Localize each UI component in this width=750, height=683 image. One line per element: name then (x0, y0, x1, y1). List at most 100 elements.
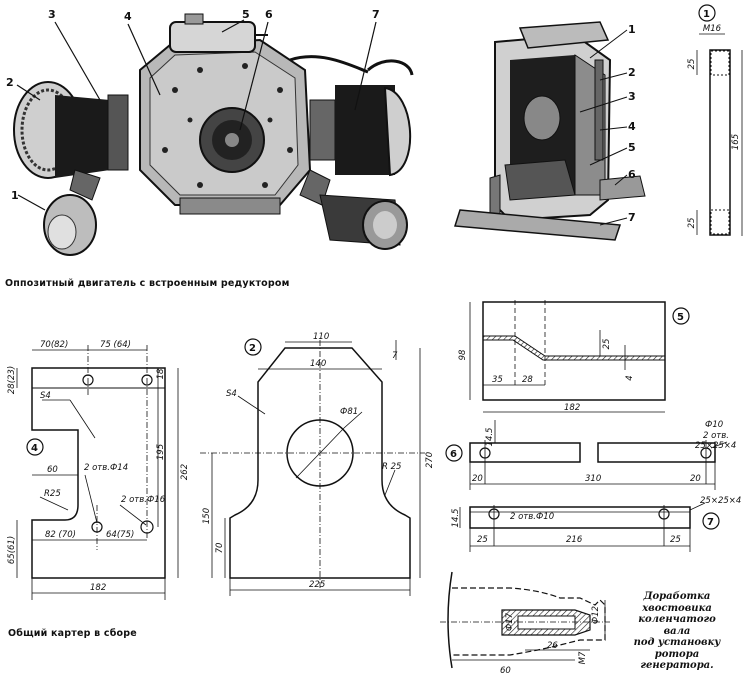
part-2-dimension: R 25 (382, 462, 401, 472)
crankshaft-dimension: Ф12 (591, 606, 601, 624)
part-1-label: 1 (703, 9, 710, 20)
crankcase-callout-7: 7 (628, 211, 636, 224)
part-7-dimension: 25×25×4 (700, 496, 741, 506)
part-1-thread: M16 (703, 24, 722, 34)
part-7-dimension: 25 (477, 535, 488, 545)
engine-caption: Оппозитный двигатель с встроенным редукт… (5, 278, 290, 289)
part-5-dimension: 182 (564, 403, 580, 413)
part-2-dimension: Ф81 (340, 407, 358, 417)
part-4-dimension: 60 (47, 465, 58, 475)
part-2-dimension: 70 (215, 543, 225, 554)
part-2-thickness: S4 (226, 389, 237, 399)
part-2-dimension: 140 (310, 359, 326, 369)
engine-callout-3: 3 (48, 8, 56, 21)
part-7-drawing: 7 25×25×4 14.5 2 отв.Ф10 25 216 25 (451, 496, 741, 552)
crankcase-callout-2: 2 (628, 66, 636, 79)
crankcase-callout-3: 3 (628, 90, 636, 103)
crankcase-callout-6: 6 (628, 168, 636, 181)
part-4-drawing: 4 S4 70(82) 75 (64) 28(23) 18 195 262 60… (7, 340, 190, 600)
engine-callout-4: 4 (124, 10, 132, 23)
note-line-6: ротора (654, 648, 700, 660)
part-5-dimension: 98 (458, 349, 468, 360)
crankshaft-dimension: 26 (547, 641, 558, 651)
crankcase-callout-4: 4 (628, 120, 636, 133)
part-5-label: 5 (677, 312, 684, 323)
part-6-dimension: 14.5 (485, 428, 495, 447)
part-7-dimension: 2 отв.Ф10 (510, 512, 554, 522)
central-housing (139, 38, 312, 215)
part-2-dimension: 110 (313, 332, 329, 342)
part-2-dimension: 225 (309, 580, 325, 590)
part-1-dimension: 165 (731, 134, 741, 150)
part-4-dimension: 262 (180, 464, 190, 480)
left-cylinder (13, 81, 129, 179)
part-1-drawing: 1 M16 25 165 25 (687, 4, 743, 236)
part-6-dimension: 25×25×4 (695, 441, 736, 451)
part-7-dimension: 25 (670, 535, 681, 545)
part-4-dimension: 70(82) (40, 340, 68, 350)
part-5-dimension: 4 (625, 375, 635, 380)
part-6-dimension: 2 отв. (703, 431, 729, 441)
crankshaft-dimension: 60 (500, 666, 511, 676)
note-line-2: хвостовика (642, 602, 712, 614)
right-cylinder (289, 55, 414, 177)
crankshaft-note: Доработка хвостовика коленчатого вала по… (622, 591, 732, 672)
part-2-dimension: 7 (392, 351, 398, 361)
engine-photo (0, 0, 440, 268)
part-2-label: 2 (249, 343, 256, 354)
part-7-label: 7 (707, 517, 714, 528)
part-4-hole-note: 2 отв.Ф16 (121, 495, 166, 505)
engine-callout-7: 7 (372, 8, 380, 21)
part-2-dimension: 270 (425, 452, 435, 468)
engine-callout-2: 2 (6, 76, 14, 89)
fuel-tank (169, 13, 268, 53)
part-6-dimension: 20 (690, 474, 701, 484)
part-4-dimension: 64(75) (106, 530, 134, 540)
crankshaft-dimension: Ф17 (505, 612, 515, 631)
part-2-dimension: 150 (202, 508, 212, 524)
part-4-dimension: 65(61) (7, 536, 17, 564)
note-line-4: вала (663, 625, 691, 637)
part-5-dimension: 35 (492, 375, 503, 385)
assembly-caption: Общий картер в сборе (8, 628, 137, 639)
crankcase-callout-1: 1 (628, 23, 636, 36)
part-4-dimension: 18 (156, 368, 166, 379)
right-carburettor (299, 169, 408, 250)
crankcase-callout-5: 5 (628, 141, 636, 154)
part-6-label: 6 (450, 449, 457, 460)
part-4-dimension: 75 (64) (100, 340, 131, 350)
engine-callout-6: 6 (265, 8, 273, 21)
part-7-dimension: 14.5 (451, 509, 461, 528)
crankshaft-dimension: M7 (578, 651, 588, 664)
part-7-dimension: 216 (566, 535, 583, 545)
note-line-1: Доработка (643, 591, 711, 602)
note-line-7: генератора. (640, 660, 714, 671)
engine-callout-1: 1 (11, 189, 19, 202)
part-2-drawing: 2 S4 110 7 140 Ф81 R 25 270 150 70 225 (200, 332, 435, 596)
crankcase-callouts: 1 2 3 4 5 6 7 (628, 23, 636, 224)
note-line-3: коленчатого (638, 614, 716, 625)
part-6-drawing: 6 14.5 Ф10 2 отв. 25×25×4 20 310 20 (445, 420, 736, 490)
part-5-dimension: 28 (522, 375, 533, 385)
note-line-5: под установку (633, 637, 721, 648)
crankcase-isometric (454, 21, 646, 241)
part-4-label: 4 (31, 443, 38, 454)
part-6-dimension: Ф10 (705, 420, 723, 430)
part-4-hole-note: 2 отв.Ф14 (84, 463, 128, 473)
part-1-dimension: 25 (687, 59, 697, 70)
part-5-drawing: 5 98 25 4 35 28 182 (458, 300, 690, 413)
part-6-dimension: 310 (585, 474, 601, 484)
crankshaft-tail-drawing: Ф17 M7 Ф12 26 60 (440, 571, 610, 676)
part-4-dimension: 82 (70) (45, 530, 76, 540)
part-6-dimension: 20 (472, 474, 483, 484)
engine-callout-5: 5 (242, 8, 250, 21)
part-1-dimension: 25 (687, 218, 697, 229)
part-4-dimension: R25 (44, 489, 61, 499)
part-4-dimension: 195 (156, 444, 166, 460)
part-4-dimension: 182 (90, 583, 106, 593)
part-5-dimension: 25 (602, 339, 612, 350)
part-4-dimension: 28(23) (7, 366, 17, 394)
engine-callouts: 1 2 3 4 5 6 7 (6, 8, 380, 202)
part-4-thickness: S4 (40, 391, 51, 401)
